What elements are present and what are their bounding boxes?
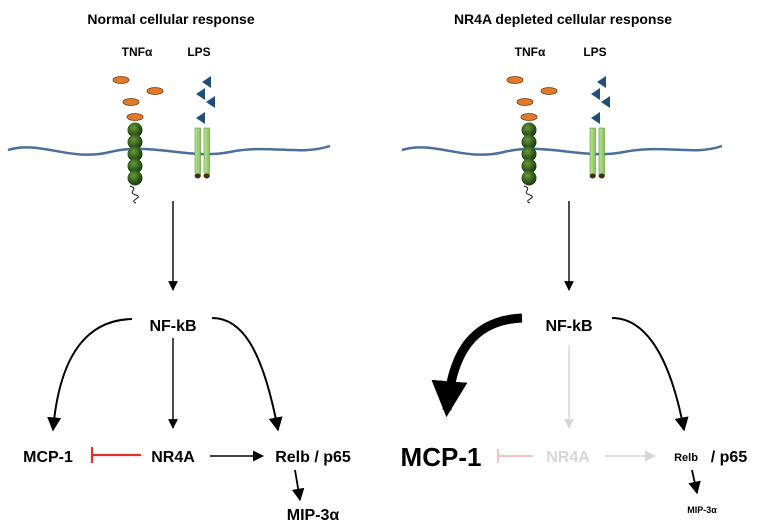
right-lps-label: LPS — [583, 45, 606, 59]
left-nr4a-label: NR4A — [151, 449, 195, 466]
right-panel-title: NR4A depleted cellular response — [454, 11, 672, 27]
right-tnf-label: TNFα — [515, 45, 546, 59]
right-nfkb-label: NF-kB — [545, 318, 592, 335]
left-tnf-ligands — [112, 76, 164, 121]
left-lps-ligands — [196, 76, 215, 124]
right-tnf-receptor — [521, 122, 537, 204]
left-lps-label: LPS — [187, 45, 210, 59]
right-nr4a-label-faded: NR4A — [546, 449, 590, 466]
right-arrow-nfkb-to-mcp1-strong — [431, 313, 523, 418]
right-tlr-receptor — [589, 127, 605, 179]
right-mip3a-label: MIP-3α — [687, 505, 717, 515]
right-relb-label: Relb — [674, 452, 698, 464]
left-relb-label: Relb / p65 — [275, 449, 351, 466]
left-panel-title: Normal cellular response — [87, 11, 255, 27]
right-tnf-ligands — [506, 76, 558, 121]
left-mip3a-label: MIP-3α — [287, 507, 340, 523]
right-p65-label: / p65 — [711, 449, 748, 466]
left-nfkb-label: NF-kB — [149, 318, 196, 335]
right-arrow-nfkb-to-relb — [611, 317, 689, 432]
left-tlr-receptor — [194, 127, 210, 179]
right-cell-membrane — [401, 144, 723, 156]
left-arrow-nfkb-to-relb — [211, 317, 283, 432]
right-lps-ligands — [591, 76, 610, 124]
left-tnf-label: TNFα — [122, 45, 153, 59]
left-panel: Normal cellular response TNFα LPS — [7, 11, 351, 523]
left-tnf-receptor — [127, 122, 143, 204]
right-panel: NR4A depleted cellular response TNFα LPS — [401, 11, 748, 515]
left-mcp1-label: MCP-1 — [23, 449, 73, 466]
left-arrow-relb-to-mip3a — [291, 469, 305, 502]
left-cell-membrane — [7, 144, 331, 156]
left-arrow-nfkb-to-mcp1 — [47, 318, 133, 432]
right-mcp1-label: MCP-1 — [401, 442, 482, 472]
right-arrow-relb-to-mip3a — [688, 469, 701, 495]
